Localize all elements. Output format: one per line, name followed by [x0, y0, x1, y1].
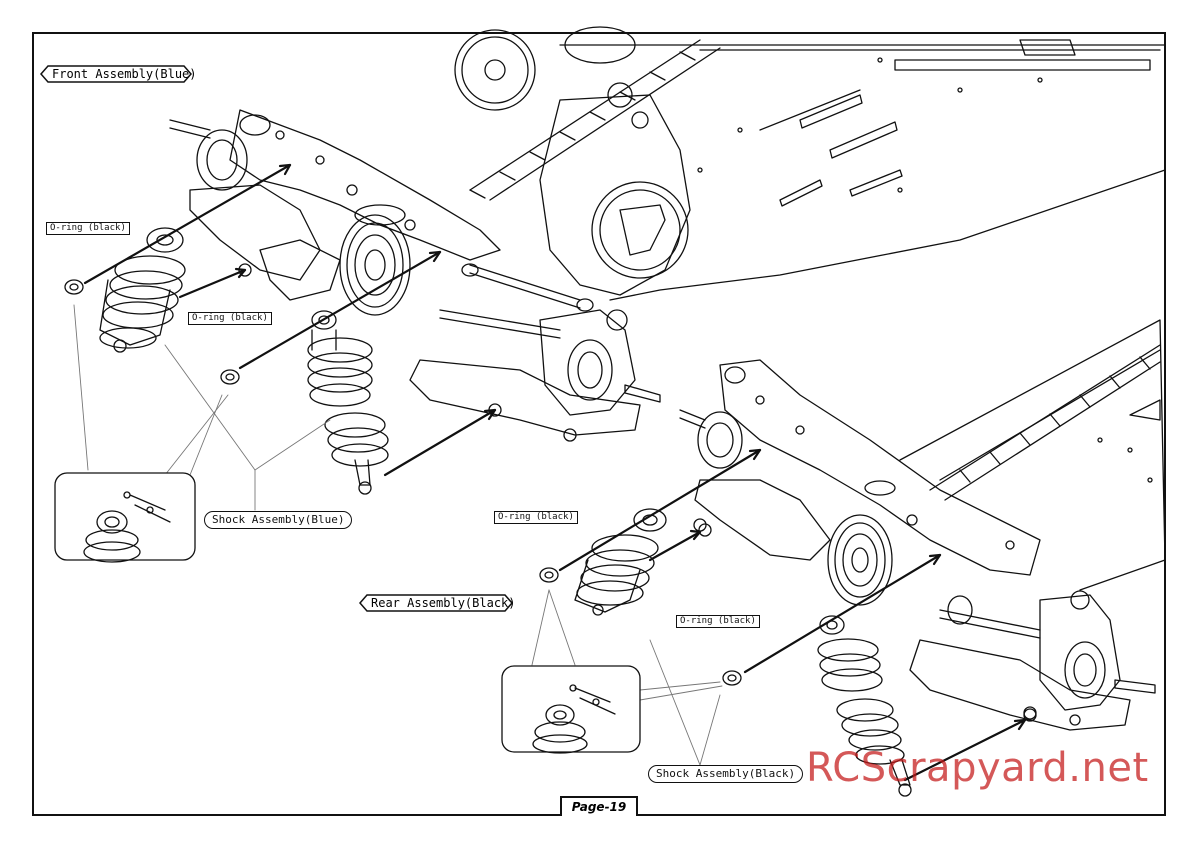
front-shock-right	[307, 310, 389, 495]
upper-deck-rear	[719, 359, 1041, 576]
front-callouts	[73, 304, 331, 511]
front-right-arm	[409, 263, 661, 442]
upper-deck-front	[229, 109, 501, 261]
rear-callouts	[531, 589, 723, 766]
page-number: Page-19	[560, 796, 638, 816]
rear-oring-left-label: O-ring (black)	[494, 511, 578, 524]
watermark-text: RCScrapyard.net	[806, 745, 1149, 791]
front-shock-left	[99, 227, 186, 353]
belt-rear	[929, 344, 1161, 501]
front-oring-right-label: O-ring (black)	[188, 312, 272, 325]
rear-differential	[827, 514, 893, 606]
front-o-rings	[64, 263, 502, 417]
front-shock-assembly-label: Shock Assembly(Blue)	[204, 511, 353, 529]
motor-plate-front	[539, 82, 691, 296]
label-arrow-frame	[359, 594, 513, 612]
belt-front	[469, 39, 721, 201]
rear-assembly-label: Rear Assembly(Black)	[359, 594, 516, 612]
front-install-arrows	[83, 163, 497, 477]
front-assembly-title: Front Assembly(Blue)	[52, 67, 197, 81]
front-assembly-label: Front Assembly(Blue)	[40, 65, 197, 83]
chassis-plate-rear	[899, 319, 1166, 591]
rear-shock-right	[817, 615, 912, 797]
rear-detail-inset	[501, 665, 641, 754]
chassis-plate-front	[559, 39, 1166, 301]
rear-assembly-title: Rear Assembly(Black)	[371, 596, 516, 610]
rear-oring-right-label: O-ring (black)	[676, 615, 760, 628]
label-arrow-frame	[40, 65, 192, 83]
rear-right-arm	[909, 590, 1156, 731]
front-oring-left-label: O-ring (black)	[46, 222, 130, 235]
rear-left-hub	[679, 409, 831, 561]
rear-install-arrows	[558, 448, 1027, 782]
front-left-hub	[169, 119, 341, 301]
front-differential	[339, 214, 411, 316]
front-detail-inset	[54, 472, 196, 563]
rear-shock-left	[574, 508, 667, 616]
rear-o-rings	[539, 523, 1037, 722]
spur-gear-front	[454, 26, 636, 111]
rear-shock-assembly-label: Shock Assembly(Black)	[648, 765, 804, 783]
